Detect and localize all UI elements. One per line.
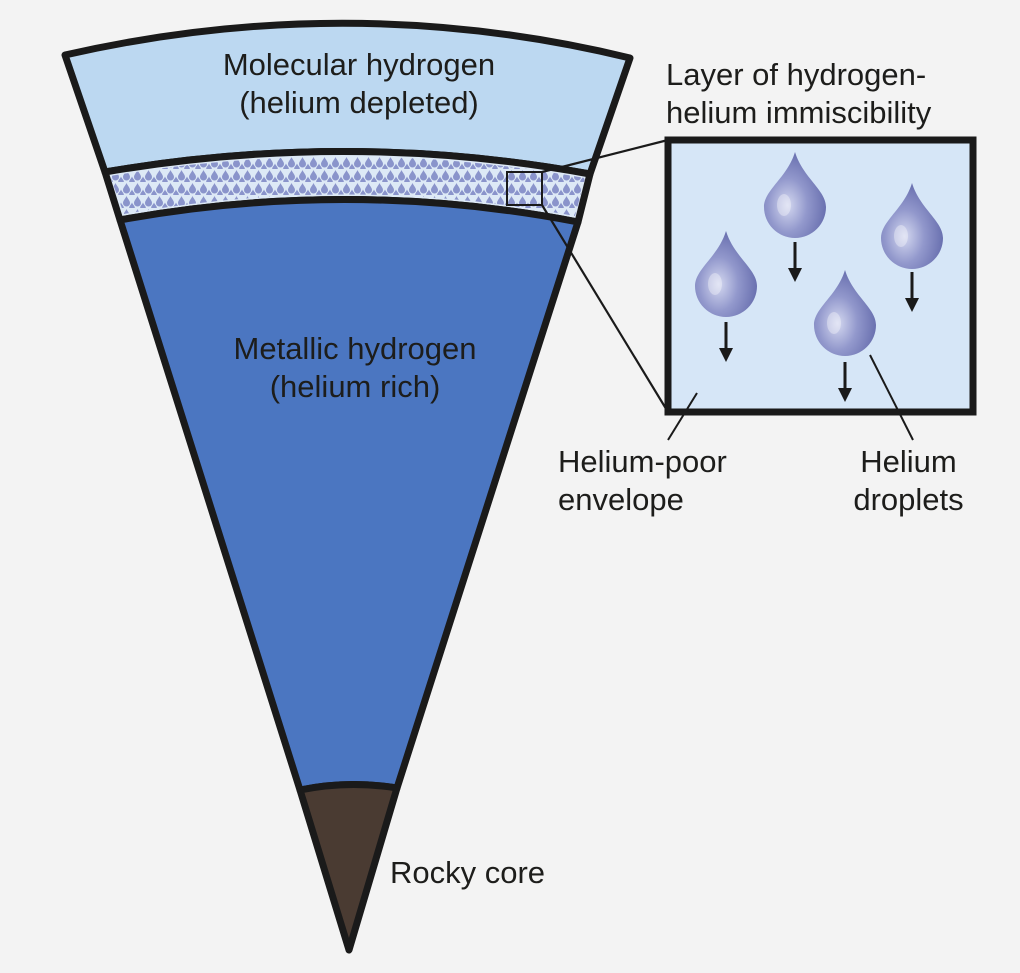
helium-droplets-label: Helium droplets [836,443,981,519]
zoom-leader-bottom [541,204,669,413]
immiscibility-line2: helium immiscibility [666,95,932,130]
down-arrow-icon [719,322,733,362]
metallic-hydrogen-label: Metallic hydrogen (helium rich) [180,330,530,406]
droplets-callout-line [869,354,914,441]
inset-droplet-4 [814,270,876,356]
rocky-core-label: Rocky core [390,855,546,890]
droplets-line1: Helium [860,444,957,479]
inset-box [664,136,977,416]
metallic-hydrogen-line2: (helium rich) [269,369,441,404]
envelope-callout-line [667,392,698,441]
down-arrow-icon [905,272,919,312]
envelope-line1: Helium-poor [558,444,727,479]
envelope-line2: envelope [558,482,684,517]
inset-droplet-3 [695,231,757,317]
metallic-hydrogen-line1: Metallic hydrogen [233,331,477,366]
zoom-selection-box [506,171,543,206]
metallic-hydrogen-layer [116,196,582,794]
inset-droplet-2 [881,183,943,269]
zoom-leader-top [541,138,669,174]
immiscibility-line1: Layer of hydrogen- [666,57,927,92]
molecular-hydrogen-line1: Molecular hydrogen [222,47,496,82]
molecular-hydrogen-label: Molecular hydrogen (helium depleted) [184,46,534,122]
rocky-core [296,780,401,954]
immiscibility-label: Layer of hydrogen- helium immiscibility [666,56,931,132]
down-arrow-icon [838,362,852,402]
droplets-line2: droplets [853,482,964,517]
helium-poor-envelope-label: Helium-poor envelope [558,443,727,519]
molecular-hydrogen-line2: (helium depleted) [239,85,479,120]
down-arrow-icon [788,242,802,282]
immiscibility-droplets-texture [110,156,585,216]
inset-droplet-1 [764,152,826,238]
